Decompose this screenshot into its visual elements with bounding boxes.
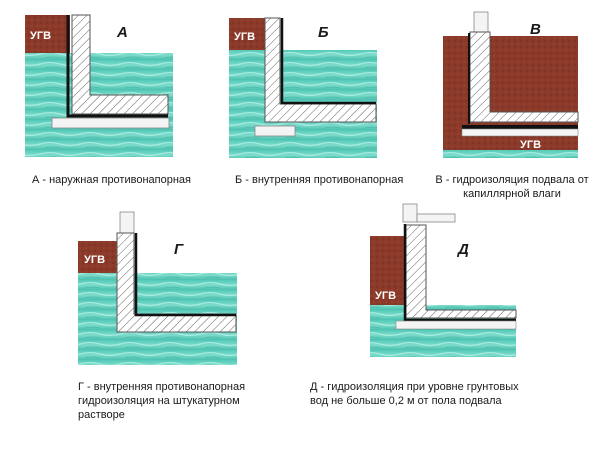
- cap-ledge: [416, 213, 456, 223]
- ugv-label: УГВ: [375, 290, 396, 302]
- caption-g: Г - внутренняя противонапорная гидроизол…: [78, 380, 245, 422]
- caption-line: А - наружная противонапорная: [32, 174, 191, 186]
- wall-hatch: [405, 224, 517, 319]
- soil-block: [78, 241, 123, 273]
- cap-block: [402, 203, 418, 223]
- caption-line: капиллярной влаги: [463, 188, 561, 200]
- soil-area: [370, 236, 408, 305]
- caption-line: Б - внутренняя противонапорная: [235, 174, 404, 186]
- caption-line: растворе: [78, 409, 125, 421]
- caption-line: Г - внутренняя противонапорная: [78, 381, 246, 393]
- diagram-b: УГВ Б: [229, 17, 377, 158]
- wall-hatch: [71, 14, 169, 115]
- ugv-label: УГВ: [234, 31, 255, 43]
- top-slab: [51, 117, 170, 129]
- soil-block: [25, 15, 70, 53]
- membrane-line: [134, 233, 236, 317]
- cap-block: [119, 211, 135, 234]
- caption-b: Б - внутренняя противонапорная: [235, 173, 403, 187]
- diagram-letter: А: [116, 24, 128, 41]
- diagram-letter: Б: [318, 24, 329, 41]
- diagram-letter: В: [530, 21, 541, 38]
- membrane-line: [280, 18, 376, 105]
- caption-line: вод не больше 0,2 м от пола подвала: [310, 395, 502, 407]
- membrane-line: [66, 15, 168, 118]
- caption-line: В - гидроизоляция подвала от: [435, 174, 589, 186]
- cap-block: [473, 11, 489, 33]
- diagram-letter: Д: [456, 241, 469, 258]
- diagram-g: УГВ Г: [78, 211, 237, 365]
- ugv-label: УГВ: [520, 139, 541, 151]
- diagram-letter: Г: [174, 241, 184, 258]
- water-strip: [443, 150, 578, 158]
- bottom-slab: [395, 320, 517, 330]
- bottom-slab: [461, 128, 579, 137]
- diagram-d: УГВ Д: [370, 203, 517, 357]
- caption-line: гидроизоляция на штукатурном: [78, 395, 240, 407]
- caption-v: В - гидроизоляция подвала от капиллярной…: [424, 173, 600, 201]
- caption-d: Д - гидроизоляция при уровне грунтовых в…: [310, 380, 519, 408]
- diagram-v: УГВ В: [443, 11, 579, 158]
- ugv-label: УГВ: [84, 254, 105, 266]
- ugv-label: УГВ: [30, 30, 51, 42]
- foundation-slab: [254, 125, 296, 137]
- membrane-line: [403, 224, 516, 322]
- caption-a: А - наружная противонапорная: [32, 173, 191, 187]
- diagram-a: УГВ А: [25, 14, 173, 157]
- caption-line: Д - гидроизоляция при уровне грунтовых: [310, 381, 519, 393]
- membrane-floor: [462, 125, 578, 129]
